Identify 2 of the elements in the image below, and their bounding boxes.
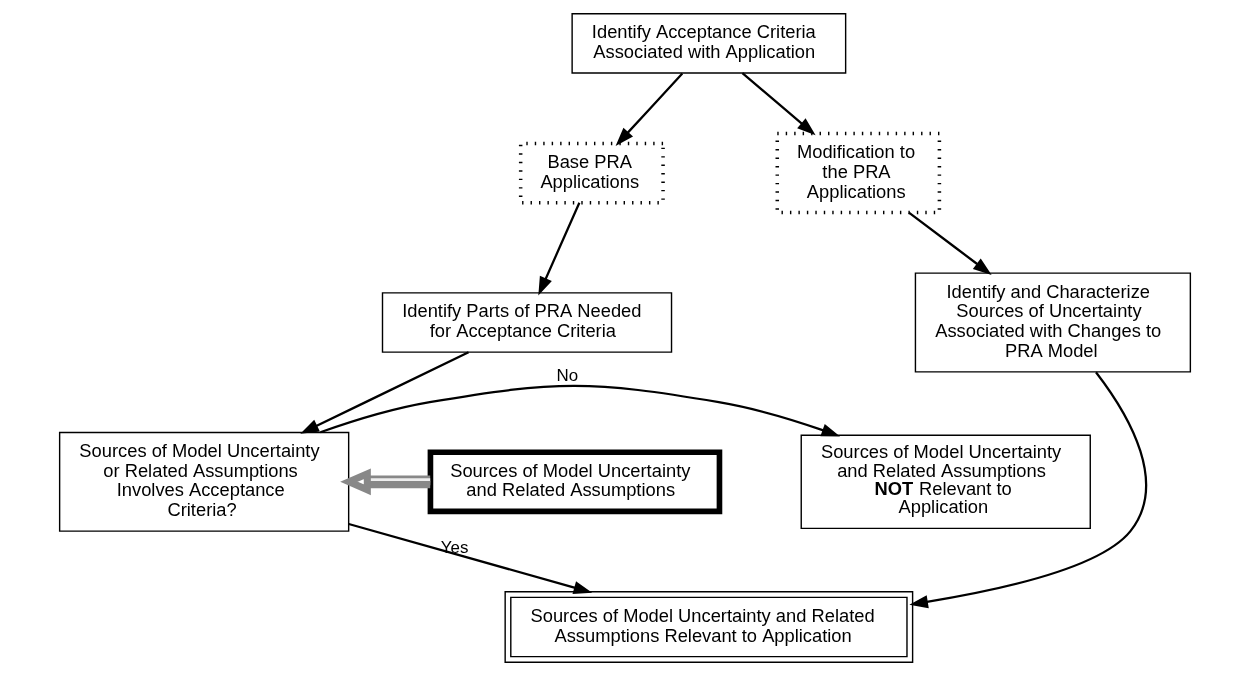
edge-label: No xyxy=(555,366,578,386)
edge-label: Yes xyxy=(440,538,468,558)
